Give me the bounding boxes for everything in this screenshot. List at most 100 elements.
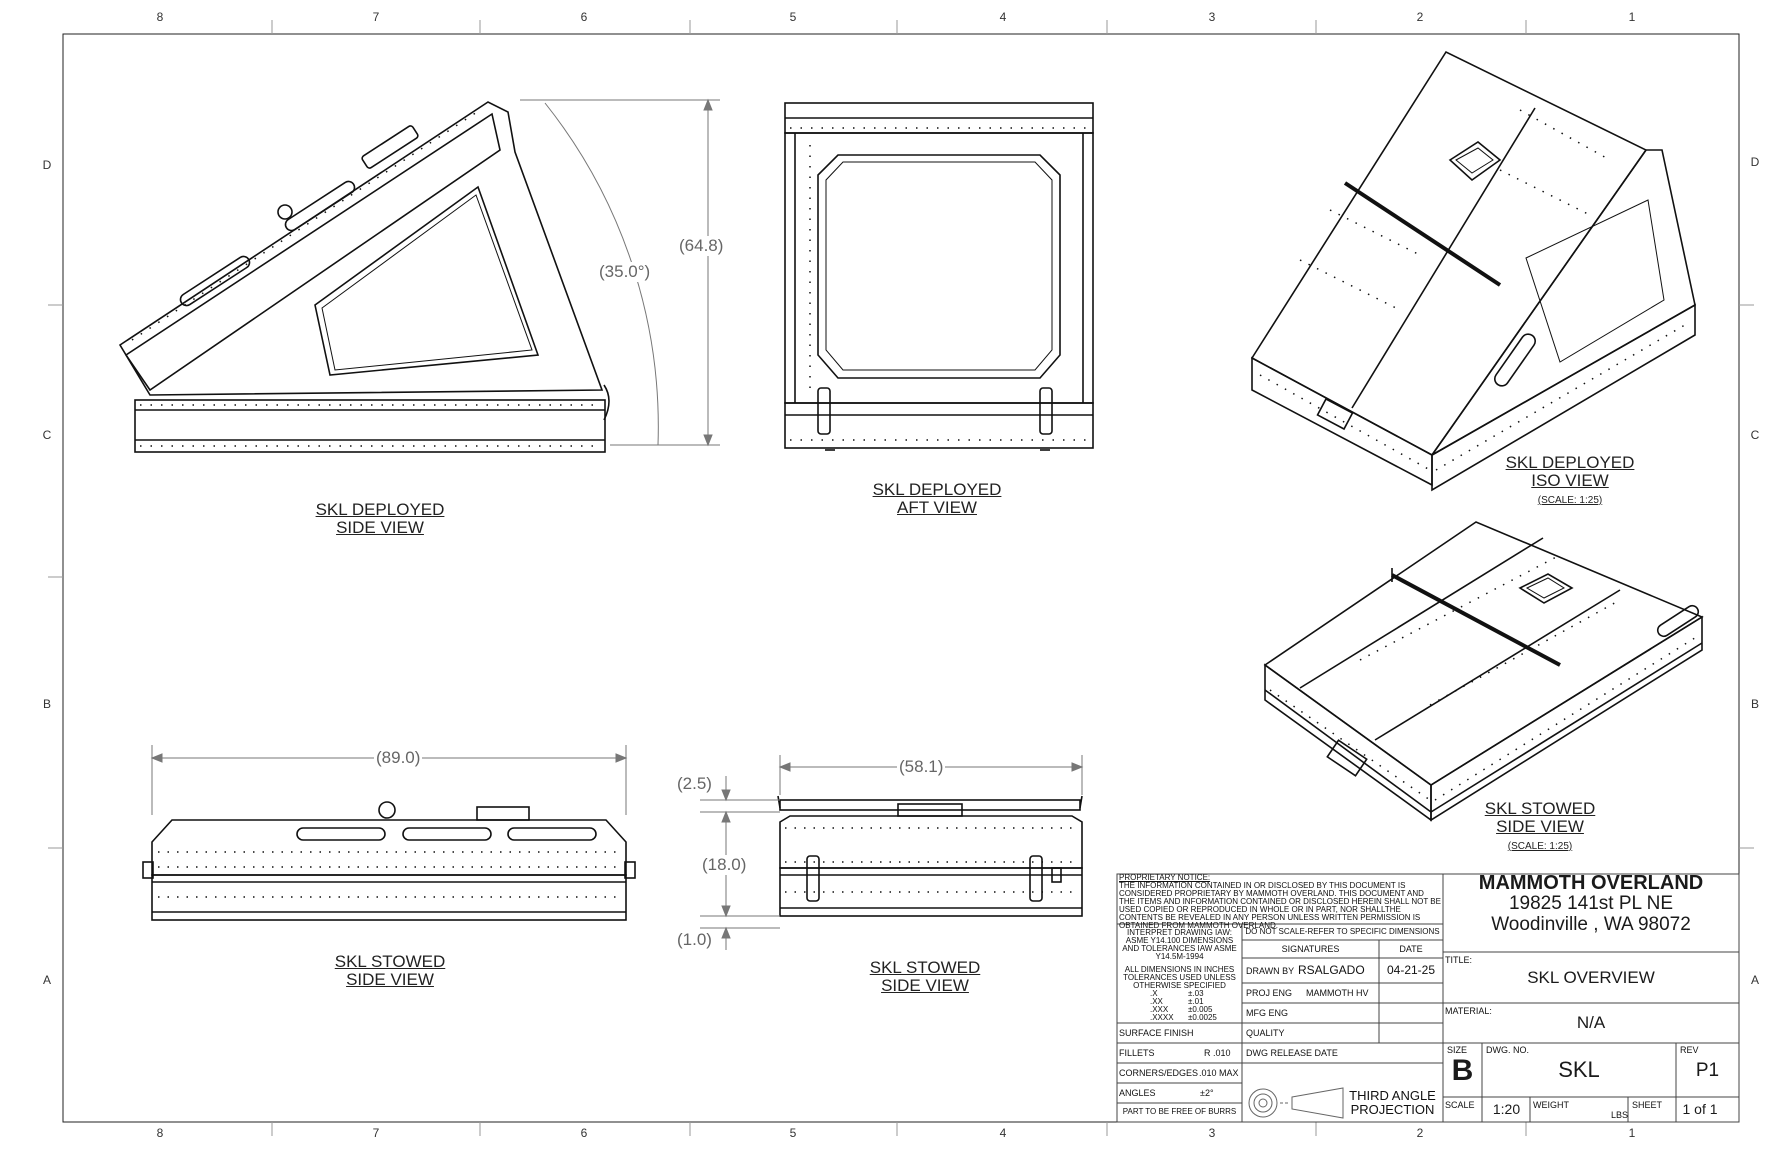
zone-col-8: 8	[156, 10, 164, 24]
dwg-no-value: SKL	[1558, 1057, 1600, 1082]
zone-row-c-right: C	[1750, 428, 1760, 442]
title-block-grid	[1116, 873, 1740, 1123]
label-line1: SKL STOWED	[334, 952, 446, 971]
sheet-border	[62, 33, 1740, 1123]
zone-col-7-bottom: 7	[372, 1126, 380, 1140]
rivet-lines-stowed-side	[158, 851, 620, 898]
tol-label: .XXX	[1150, 1005, 1169, 1014]
scale-label: SCALE	[1445, 1100, 1475, 1110]
mfg-eng-label: MFG ENG	[1246, 1008, 1288, 1018]
title-label: TITLE:	[1445, 955, 1473, 965]
drawn-by-label: DRAWN BY	[1246, 966, 1295, 976]
interpret-note: INTERPRET DRAWING IAW: ASME Y14.100 DIME…	[1122, 928, 1237, 961]
zone-col-2-bottom: 2	[1416, 1126, 1424, 1140]
projection-label: THIRD ANGLE PROJECTION	[1345, 1089, 1440, 1117]
label-line2: SIDE VIEW	[881, 976, 969, 995]
company-address-2: Woodinville , WA 98072	[1491, 914, 1691, 935]
size-label: SIZE	[1447, 1045, 1468, 1055]
company-address-1: 19825 141st PL NE	[1508, 893, 1674, 914]
tol-label: .XXXX	[1150, 1013, 1174, 1022]
deployed-aft-view	[784, 102, 1094, 451]
projection-line1: THIRD ANGLE	[1349, 1088, 1436, 1103]
weight-label: WEIGHT	[1533, 1100, 1569, 1110]
drawing-title: SKL OVERVIEW	[1527, 968, 1655, 987]
zone-row-d-right: D	[1750, 155, 1760, 169]
label-line2: ISO VIEW	[1531, 471, 1609, 490]
zone-row-b-right: B	[1750, 697, 1759, 711]
zone-col-1: 1	[1628, 10, 1636, 24]
proj-eng-value: MAMMOTH HV	[1306, 988, 1369, 998]
rev-value: P1	[1695, 1060, 1720, 1081]
label-deployed-iso-view: SKL DEPLOYED ISO VIEW (SCALE: 1:25)	[1490, 454, 1650, 510]
sheet-value: 1 of 1	[1682, 1101, 1718, 1117]
fillets-label: FILLETS	[1119, 1048, 1155, 1058]
dwg-release-label: DWG RELEASE DATE	[1246, 1048, 1338, 1058]
zone-col-2: 2	[1416, 10, 1424, 24]
tolerance-values: ±.03 ±.01 ±0.005 ±0.0025	[1188, 990, 1238, 1022]
surface-finish-label: SURFACE FINISH	[1119, 1028, 1194, 1038]
proprietary-heading: PROPRIETARY NOTICE:	[1119, 873, 1211, 882]
angles-value: ±2°	[1200, 1088, 1214, 1098]
burrs-note: PART TO BE FREE OF BURRS	[1122, 1107, 1237, 1116]
angles-label: ANGLES	[1119, 1088, 1156, 1098]
tol-value: ±.03	[1188, 989, 1204, 998]
label-line1: SKL DEPLOYED	[872, 480, 1002, 499]
zone-col-5-bottom: 5	[789, 1126, 797, 1140]
dim-angle: (35.0°)	[597, 262, 653, 282]
proj-eng-label: PROJ ENG	[1246, 988, 1293, 998]
corners-label: CORNERS/EDGES	[1119, 1068, 1199, 1078]
label-deployed-side-view: SKL DEPLOYED SIDE VIEW	[300, 501, 460, 537]
label-line1: SKL STOWED	[1484, 799, 1596, 818]
material-value: N/A	[1576, 1013, 1606, 1032]
label-line1: SKL STOWED	[869, 958, 981, 977]
label-line2: SIDE VIEW	[1496, 817, 1584, 836]
label-stowed-iso-view: SKL STOWED SIDE VIEW (SCALE: 1:25)	[1460, 800, 1620, 856]
zone-row-a: A	[42, 973, 51, 987]
stowed-iso-view	[1263, 521, 1704, 822]
label-line2: AFT VIEW	[897, 498, 977, 517]
dim-bottom: (1.0)	[675, 930, 714, 950]
weight-unit: LBS	[1611, 1110, 1629, 1120]
dwg-no-label: DWG. NO.	[1486, 1045, 1529, 1055]
rivet-lines-side	[131, 109, 600, 447]
zone-col-4: 4	[999, 10, 1007, 24]
deployed-side-view	[118, 101, 610, 453]
company-name: MAMMOTH OVERLAND	[1478, 872, 1704, 894]
rivet-lines-iso	[1259, 109, 1691, 471]
dim-top: (2.5)	[675, 774, 714, 794]
date-header: DATE	[1399, 944, 1423, 954]
label-line1: SKL DEPLOYED	[1505, 453, 1635, 472]
zone-col-5: 5	[789, 10, 797, 24]
projection-line2: PROJECTION	[1350, 1102, 1435, 1117]
label-stowed-end-view: SKL STOWED SIDE VIEW	[845, 959, 1005, 995]
tol-value: ±0.0025	[1188, 1013, 1217, 1022]
zone-col-6-bottom: 6	[580, 1126, 588, 1140]
corners-value: .010 MAX	[1199, 1068, 1239, 1078]
label-line2: SIDE VIEW	[336, 518, 424, 537]
zone-col-3: 3	[1208, 10, 1216, 24]
signatures-header: SIGNATURES	[1281, 944, 1340, 954]
fillets-value: R .010	[1204, 1048, 1231, 1058]
label-line2: SIDE VIEW	[346, 970, 434, 989]
dim-length: (89.0)	[374, 748, 423, 768]
rivet-lines-stowed-end	[785, 827, 1077, 893]
all-dims-note: ALL DIMENSIONS IN INCHES TOLERANCES USED…	[1123, 965, 1236, 990]
tol-label: .XX	[1150, 997, 1163, 1006]
stowed-side-view	[142, 801, 636, 921]
dim-width: (58.1)	[897, 757, 946, 777]
tol-value: ±.01	[1188, 997, 1204, 1006]
do-not-scale-note: DO NOT SCALE-REFER TO SPECIFIC DIMENSION…	[1245, 927, 1440, 936]
rivet-lines-stowed-iso	[1269, 554, 1699, 801]
rivet-lines-aft	[790, 127, 1088, 441]
label-line1: SKL DEPLOYED	[315, 500, 445, 519]
quality-label: QUALITY	[1246, 1028, 1285, 1038]
tol-value: ±0.005	[1188, 1005, 1213, 1014]
zone-row-c: C	[42, 428, 52, 442]
zone-col-8-bottom: 8	[156, 1126, 164, 1140]
label-stowed-side-view: SKL STOWED SIDE VIEW	[310, 953, 470, 989]
dim-height: (64.8)	[677, 236, 726, 256]
dim-middle: (18.0)	[700, 855, 749, 875]
zone-col-7: 7	[372, 10, 380, 24]
